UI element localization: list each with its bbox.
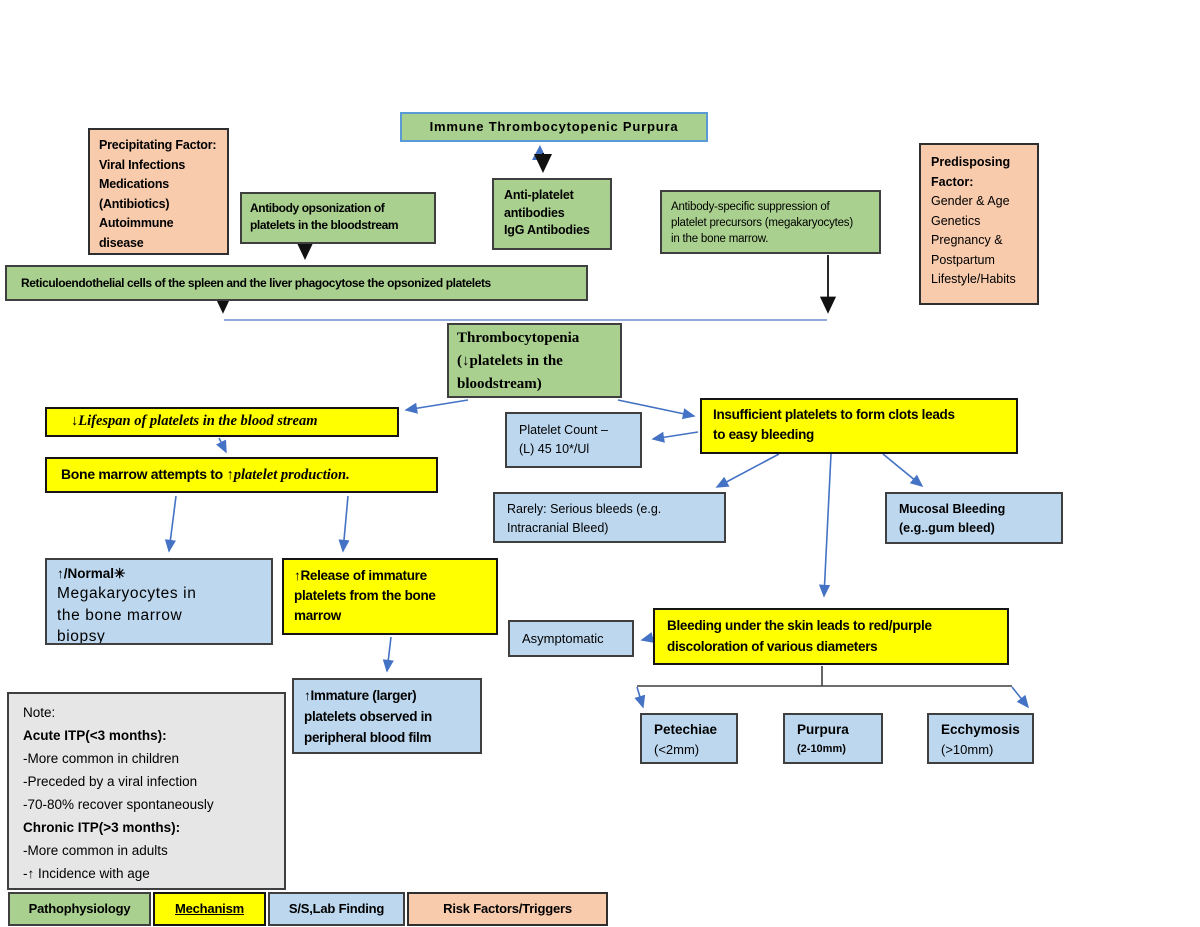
connector-itp-to-antibodies bbox=[532, 145, 552, 173]
precipitating-factor-title: Precipitating Factor: bbox=[99, 138, 217, 152]
node-antibody-opsonization: Antibody opsonization of platelets in th… bbox=[240, 192, 436, 244]
purpura-size: (2-10mm) bbox=[797, 743, 846, 755]
purpura-name: Purpura bbox=[797, 722, 849, 737]
node-release-immature: ↑Release of immature platelets from the … bbox=[282, 558, 498, 635]
node-predisposing-factor: Predisposing Factor: Gender & Age Geneti… bbox=[919, 143, 1039, 305]
precipitating-factor-body: Viral Infections Medications (Antibiotic… bbox=[99, 157, 186, 250]
note-line: -More common in adults bbox=[23, 843, 168, 858]
connector-bonemarrow-to-release bbox=[338, 495, 350, 553]
node-immature-platelets-film: ↑Immature (larger) platelets observed in… bbox=[292, 678, 482, 754]
node-reticuloendothelial: Reticuloendothelial cells of the spleen … bbox=[5, 265, 588, 301]
node-lifespan-decrease: ↓Lifespan of platelets in the blood stre… bbox=[45, 407, 399, 437]
legend-mechanism: Mechanism bbox=[153, 892, 266, 926]
note-line-chronic: Chronic ITP(>3 months): bbox=[23, 820, 181, 835]
legend-ss-lab-finding: S/S,Lab Finding bbox=[268, 892, 405, 926]
connector-bleeding-to-lesions-bracket bbox=[634, 666, 1029, 709]
ecchymosis-name: Ecchymosis bbox=[941, 722, 1020, 737]
legend-risk-factors: Risk Factors/Triggers bbox=[407, 892, 608, 926]
node-mucosal-bleeding: Mucosal Bleeding (e.g..gum bleed) bbox=[885, 492, 1063, 544]
ecchymosis-size: (>10mm) bbox=[941, 742, 994, 757]
predisposing-factor-body: Gender & Age Genetics Pregnancy & Postpa… bbox=[931, 194, 1016, 286]
node-ecchymosis: Ecchymosis (>10mm) bbox=[927, 713, 1034, 764]
note-line: -70-80% recover spontaneously bbox=[23, 797, 214, 812]
connector-thrombo-to-lifespan bbox=[404, 399, 469, 414]
note-line: -Preceded by a viral infection bbox=[23, 774, 198, 789]
connector-insufficient-to-mucosal bbox=[882, 453, 924, 488]
megakaryocytes-line1: ↑/Normal✳ bbox=[57, 566, 126, 581]
node-itp-title: Immune Thrombocytopenic Purpura bbox=[400, 112, 708, 142]
node-petechiae: Petechiae (<2mm) bbox=[640, 713, 738, 764]
node-bleeding-under-skin: Bleeding under the skin leads to red/pur… bbox=[653, 608, 1009, 665]
petechiae-name: Petechiae bbox=[654, 722, 718, 737]
node-insufficient-platelets: Insufficient platelets to form clots lea… bbox=[700, 398, 1018, 454]
note-line: -More common in children bbox=[23, 751, 180, 766]
connector-release-to-immature bbox=[382, 636, 394, 673]
node-asymptomatic: Asymptomatic bbox=[508, 620, 634, 657]
bone-marrow-text: Bone marrow attempts to bbox=[61, 466, 227, 482]
node-purpura: Purpura (2-10mm) bbox=[783, 713, 883, 764]
petechiae-size: (<2mm) bbox=[654, 742, 700, 757]
note-line: Note: bbox=[23, 705, 56, 720]
connector-insufficient-to-plateletcount bbox=[651, 431, 699, 443]
legend-pathophysiology: Pathophysiology bbox=[8, 892, 151, 926]
node-rarely-serious-bleeds: Rarely: Serious bleeds (e.g. Intracrania… bbox=[493, 492, 726, 543]
node-precipitating-factor: Precipitating Factor: Viral Infections M… bbox=[88, 128, 229, 255]
predisposing-factor-title: Predisposing Factor: bbox=[931, 155, 1011, 189]
node-bone-marrow-attempts: Bone marrow attempts to ↑platelet produc… bbox=[45, 457, 438, 493]
node-antibody-suppression: Antibody-specific suppression of platele… bbox=[660, 190, 881, 254]
connector-lifespan-to-bonemarrow bbox=[215, 437, 227, 454]
bone-marrow-text-italic: ↑platelet production. bbox=[226, 467, 350, 483]
megakaryocytes-body: Megakaryocytes in the bone marrow biopsy bbox=[57, 585, 197, 645]
connector-bonemarrow-to-megakaryocytes bbox=[164, 495, 177, 553]
note-line: -↑ Incidence with age bbox=[23, 866, 150, 881]
node-thrombocytopenia: Thrombocytopenia (↓platelets in the bloo… bbox=[447, 323, 622, 398]
node-megakaryocytes-biopsy: ↑/Normal✳ Megakaryocytes in the bone mar… bbox=[45, 558, 273, 645]
connector-insufficient-to-rarely bbox=[715, 453, 780, 488]
node-antiplatelet-antibodies: Anti-platelet antibodies IgG Antibodies bbox=[492, 178, 612, 250]
note-box: Note: Acute ITP(<3 months): -More common… bbox=[7, 692, 286, 890]
note-line-acute: Acute ITP(<3 months): bbox=[23, 728, 167, 743]
node-platelet-count: Platelet Count – (L) 45 10*/Ul bbox=[505, 412, 642, 468]
connector-insufficient-to-bleeding bbox=[818, 453, 832, 598]
